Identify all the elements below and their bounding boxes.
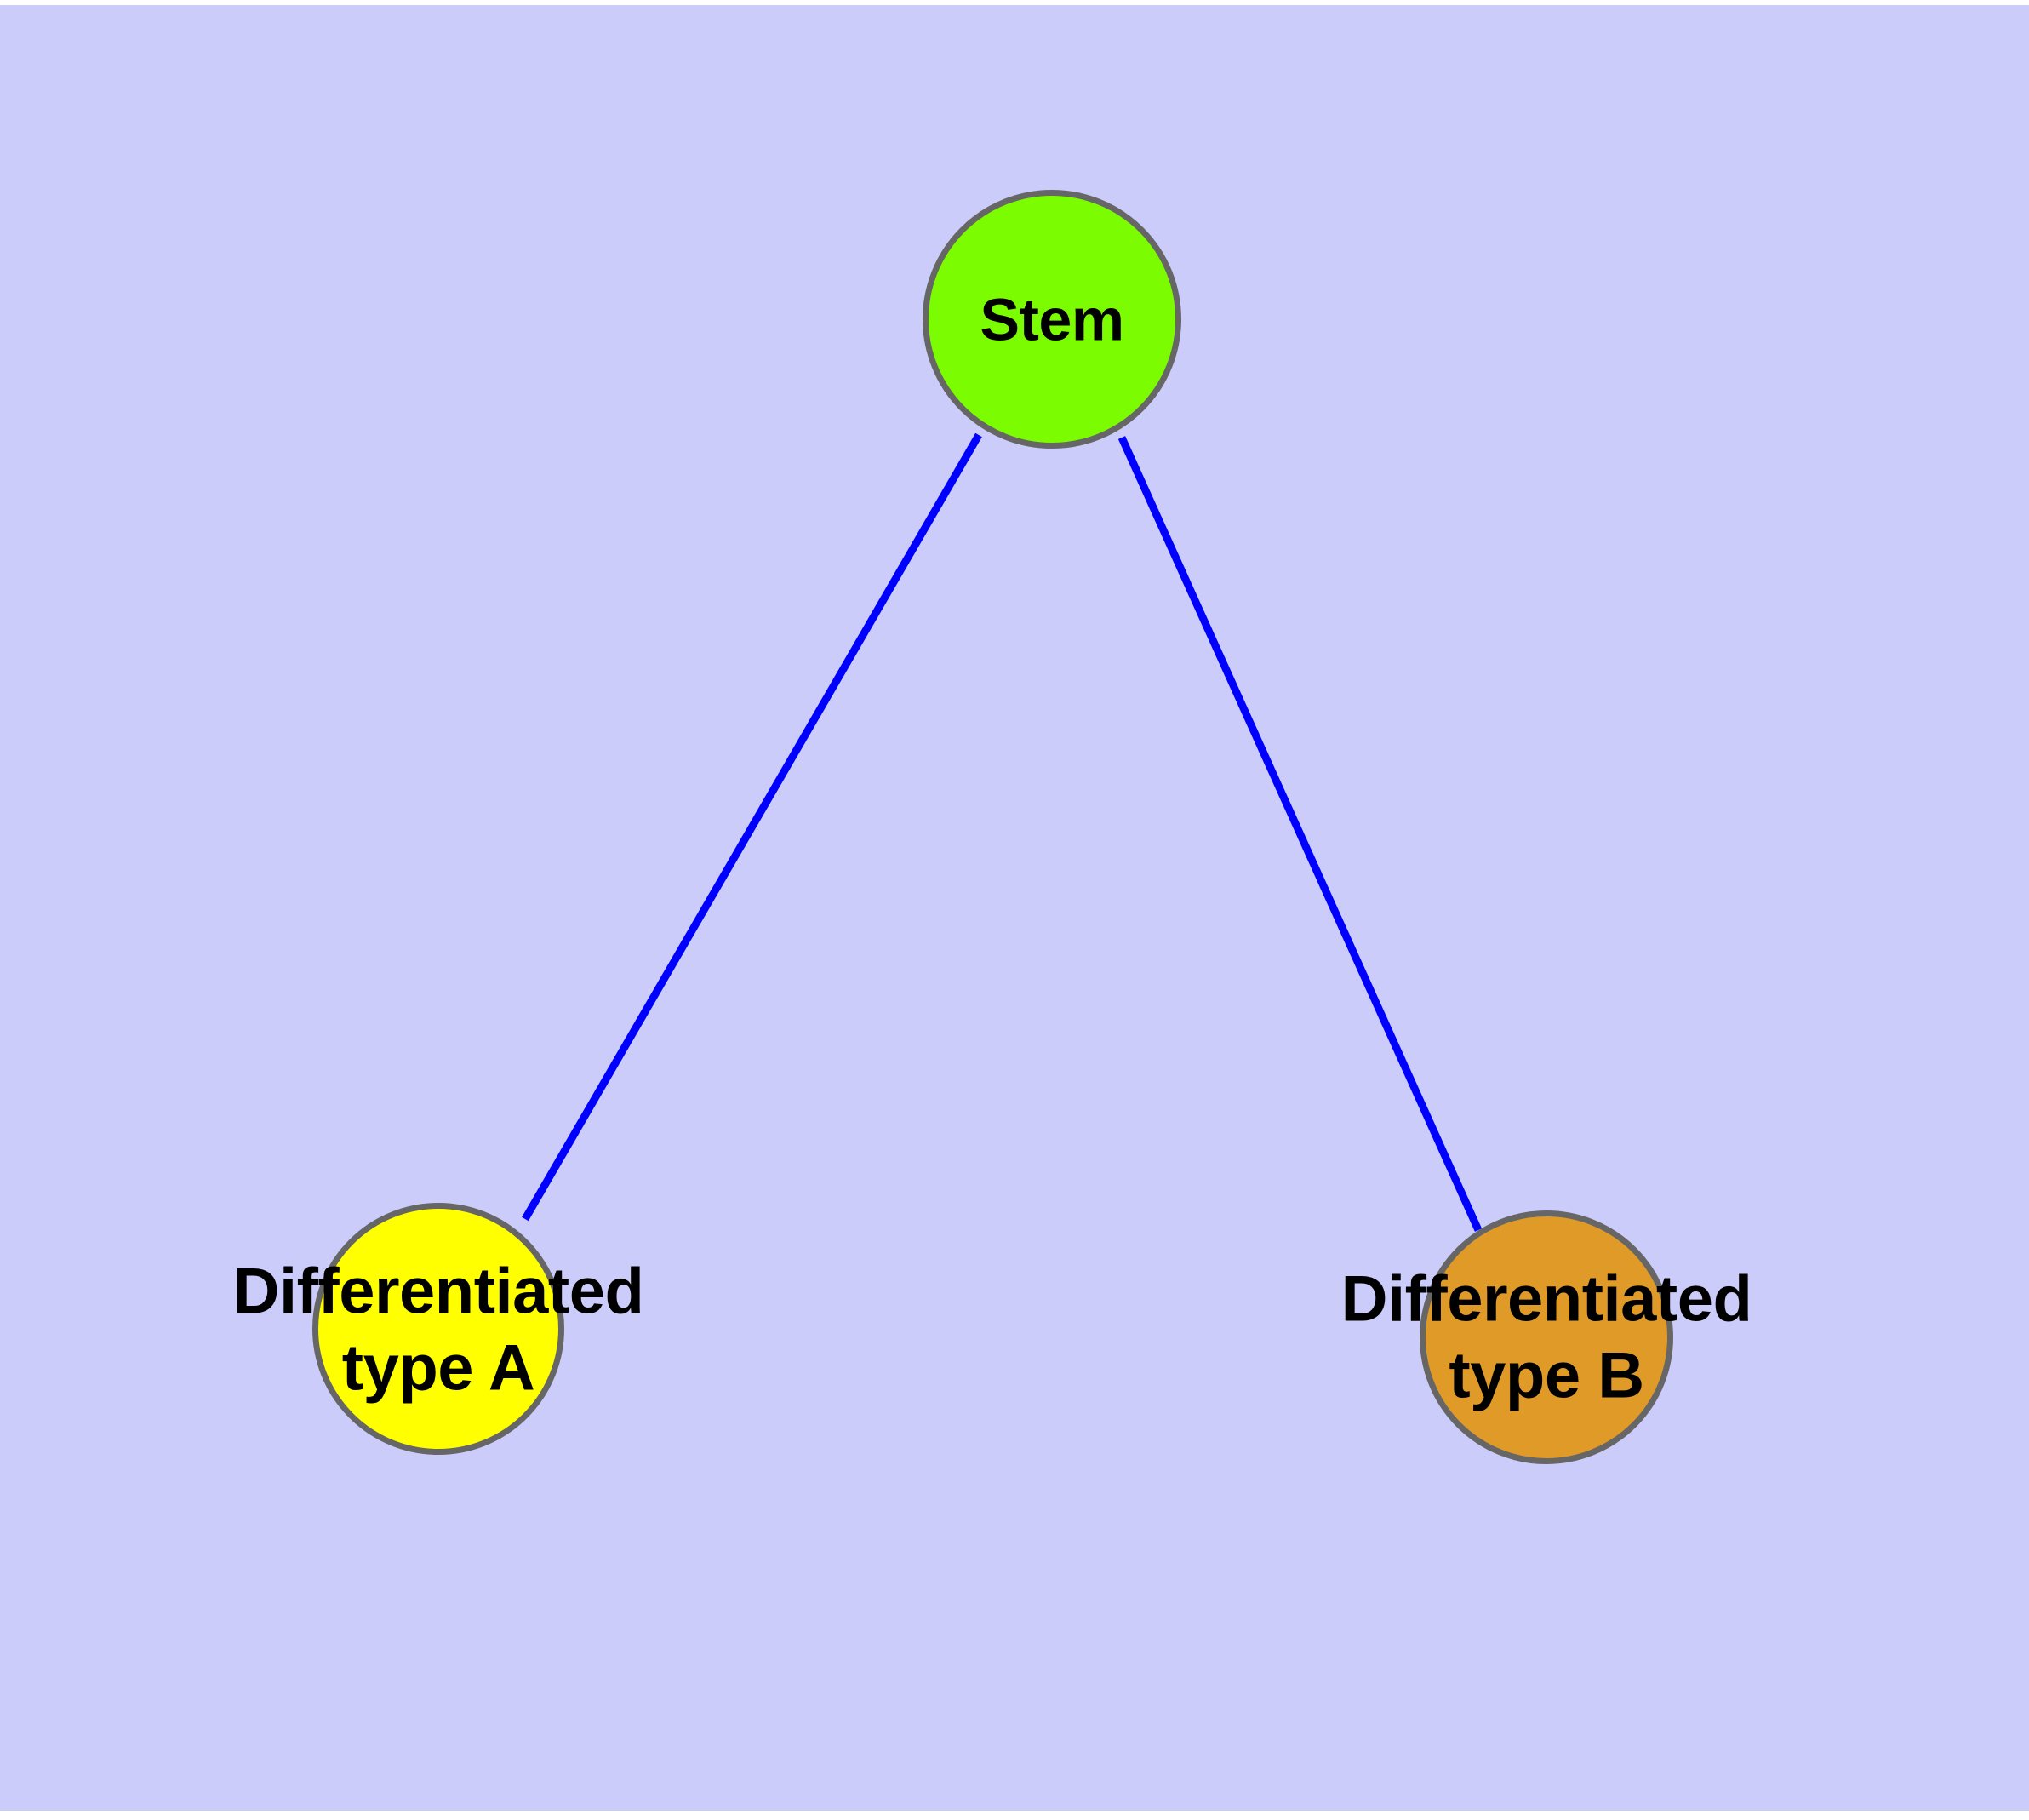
node-stem[interactable] [923,190,1181,449]
node-label-differentiated-type-a-line-2: type A [341,1331,535,1404]
node-label-differentiated-type-b-line-1: Differentiated [1340,1262,1752,1336]
node-label-differentiated-type-a-line-1: Differentiated [232,1255,644,1328]
edge-stem-to-differentiated-type-a [522,432,982,1222]
node-label-differentiated-type-a: Differentiated type A [233,1253,644,1405]
edge-stem-to-differentiated-type-b [1117,436,1483,1232]
node-label-stem: Stem [980,285,1124,356]
node-label-differentiated-type-b: Differentiated type B [1341,1261,1752,1413]
node-label-stem-line-1: Stem [980,286,1124,353]
node-differentiated-type-b[interactable] [1420,1210,1673,1464]
node-differentiated-type-a[interactable] [312,1203,564,1455]
node-label-differentiated-type-b-line-2: type B [1449,1339,1644,1411]
